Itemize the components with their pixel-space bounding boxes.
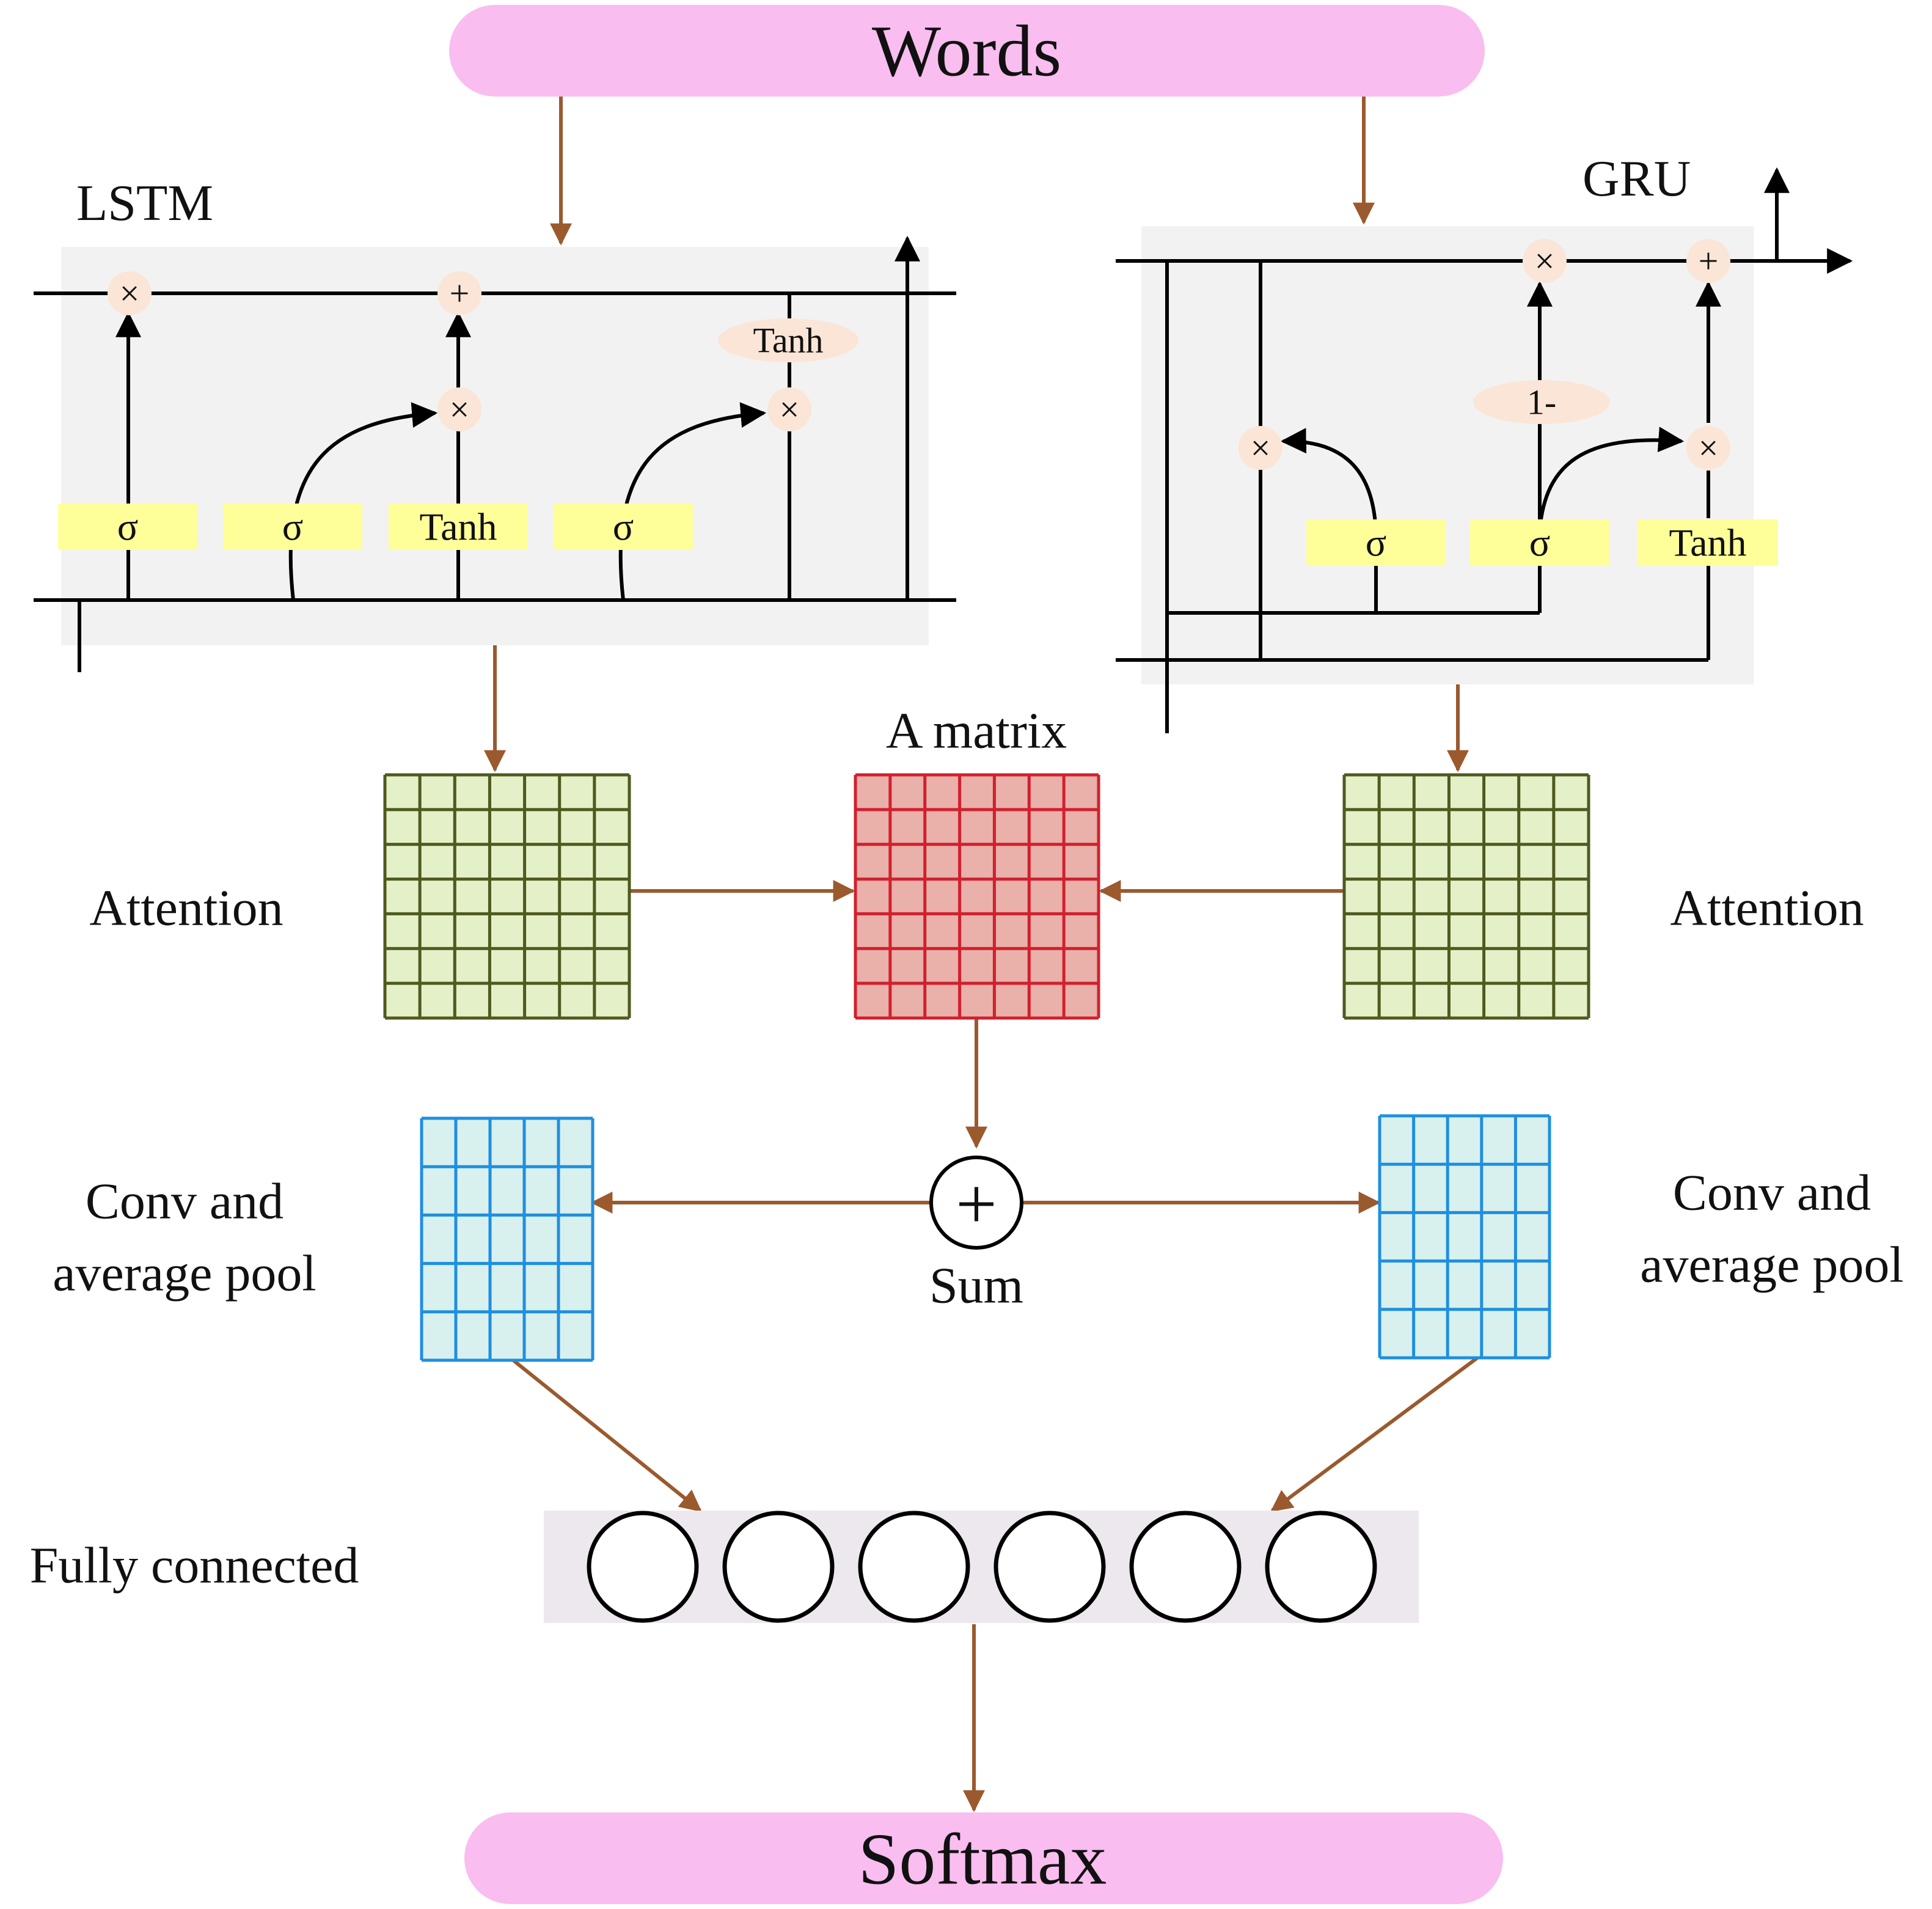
gru-panel	[1141, 226, 1754, 684]
lstm-candidate-gate	[389, 504, 528, 550]
fully-connected-layer: Fully connected	[30, 1511, 1419, 1623]
lstm-input-gate	[223, 504, 362, 550]
fc-neuron	[993, 1511, 1106, 1623]
lstm-panel	[61, 247, 929, 645]
lstm-input-multiply-op	[437, 387, 481, 431]
gru-candidate-multiply-symbol: ×	[1699, 428, 1719, 468]
gru-state-multiply-symbol: ×	[1535, 241, 1555, 281]
a-matrix-grid	[854, 773, 1100, 1020]
gru-state-multiply-op	[1523, 239, 1567, 283]
fc-label: Fully connected	[30, 1537, 359, 1594]
left-conv-to-fc-arrow	[512, 1358, 702, 1512]
left-attention-label: Attention	[89, 880, 283, 937]
lstm-output-multiply-symbol: ×	[780, 390, 800, 430]
words-label: Words	[872, 10, 1061, 92]
left-conv-label-line2: average pool	[53, 1245, 316, 1302]
gru-candidate-gate	[1637, 519, 1778, 566]
lstm-forget-gate-label: σ	[117, 505, 139, 549]
right-attention-label: Attention	[1670, 880, 1864, 937]
right-attention-fill	[1344, 775, 1589, 1018]
gru-reset-multiply-op	[1239, 426, 1283, 470]
fc-neuron	[1265, 1511, 1377, 1623]
lstm-title: LSTM	[76, 175, 213, 232]
gru-add-op	[1686, 239, 1730, 283]
sum-node: + Sum	[929, 1156, 1023, 1314]
lstm-add-op	[437, 271, 481, 315]
sum-label: Sum	[929, 1258, 1023, 1314]
fc-neuron	[722, 1511, 835, 1623]
gru-update-gate-arrow	[1538, 427, 1685, 530]
right-conv-to-fc-arrow	[1270, 1356, 1479, 1512]
lstm-output-gate-label: σ	[613, 505, 634, 549]
fc-neuron	[587, 1511, 699, 1623]
gru-cell: GRU σ σ Tanh 1- × + × ×	[1116, 150, 1853, 733]
lstm-forget-gate	[58, 504, 197, 550]
gru-update-gate-label: σ	[1529, 521, 1551, 565]
right-conv-label-line2: average pool	[1640, 1237, 1903, 1294]
left-conv-label-line1: Conv and	[86, 1173, 284, 1230]
lstm-output-tanh	[718, 318, 858, 362]
a-matrix-fill	[855, 775, 1099, 1018]
left-conv-fill	[422, 1118, 593, 1360]
gru-reset-gate-arrow	[1280, 428, 1378, 544]
gru-reset-multiply-symbol: ×	[1251, 428, 1271, 468]
sum-op	[929, 1156, 1023, 1250]
softmax-label: Softmax	[858, 1819, 1107, 1900]
right-conv-fill	[1380, 1116, 1550, 1358]
words-pill	[449, 5, 1485, 97]
gru-one-minus	[1473, 380, 1610, 424]
fc-neuron	[1129, 1511, 1242, 1623]
lstm-input-gate-label: σ	[282, 505, 304, 549]
lstm-output-tanh-label: Tanh	[753, 321, 823, 361]
gru-reset-gate	[1306, 519, 1446, 566]
lstm-cell: LSTM σ σ Tanh σ × + × ×	[34, 175, 956, 672]
right-attention-grid	[1342, 773, 1590, 1020]
lstm-output-gate	[554, 504, 693, 550]
left-conv-grid	[420, 1116, 595, 1362]
gru-title: GRU	[1583, 150, 1691, 207]
left-attention-grid	[383, 773, 631, 1020]
lstm-output-multiply-op	[767, 387, 811, 431]
lstm-forget-multiply-op	[108, 271, 152, 315]
left-attention-fill	[385, 775, 629, 1018]
right-conv-label-line1: Conv and	[1673, 1165, 1871, 1222]
gru-add-symbol: +	[1699, 241, 1719, 281]
softmax-pill	[464, 1812, 1503, 1904]
right-conv-grid	[1378, 1114, 1551, 1360]
gru-reset-gate-label: σ	[1366, 521, 1387, 565]
gru-update-gate	[1470, 519, 1609, 566]
lstm-add-symbol: +	[450, 274, 470, 313]
gru-candidate-gate-label: Tanh	[1669, 521, 1746, 565]
a-matrix-label: A matrix	[886, 703, 1067, 760]
lstm-forget-multiply-symbol: ×	[120, 274, 140, 313]
sum-symbol: +	[956, 1163, 997, 1245]
gru-one-minus-label: 1-	[1527, 383, 1556, 422]
fc-neurons	[587, 1511, 1377, 1623]
fc-neuron	[858, 1511, 970, 1623]
softmax-node: Softmax	[464, 1812, 1503, 1904]
words-node: Words	[449, 5, 1485, 97]
lstm-input-multiply-symbol: ×	[450, 390, 470, 430]
gru-candidate-multiply-op	[1686, 426, 1730, 470]
lstm-candidate-gate-label: Tanh	[419, 505, 497, 549]
